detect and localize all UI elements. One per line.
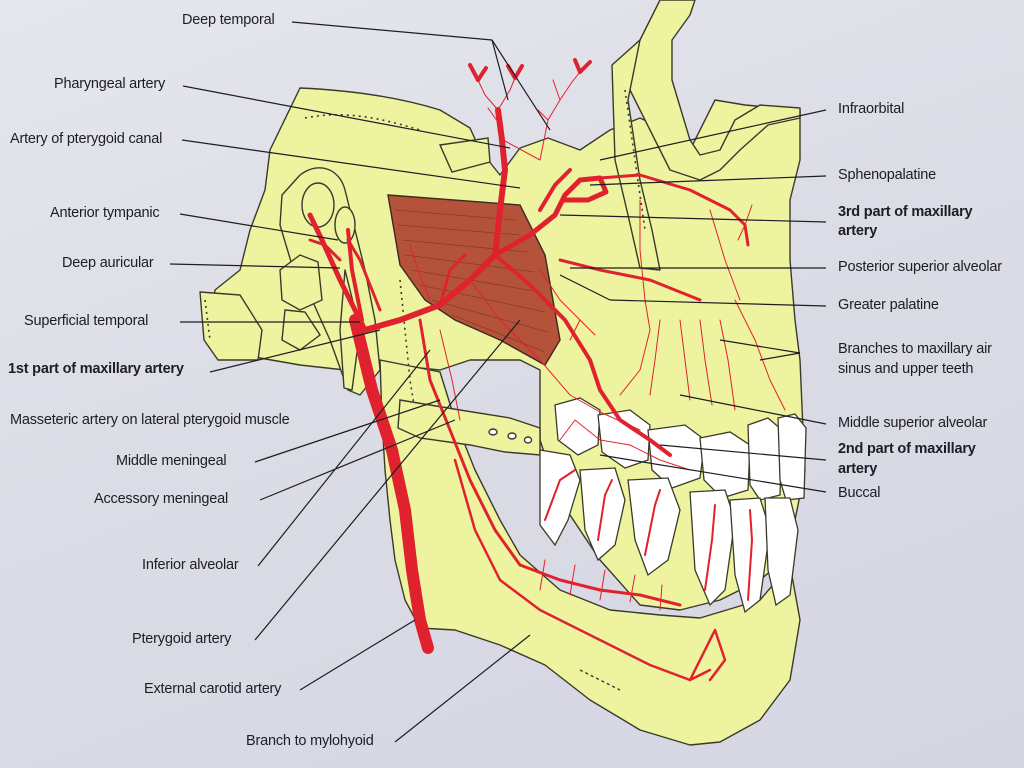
label-anterior-tympanic: Anterior tympanic [50, 205, 160, 221]
label-external-carotid-artery: External carotid artery [144, 681, 282, 697]
label-pharyngeal-artery: Pharyngeal artery [54, 76, 166, 92]
label-branches-sinus-line1: Branches to maxillary air [838, 341, 992, 357]
label-buccal: Buccal [838, 485, 881, 501]
external-carotid-vessel [349, 314, 434, 654]
zygomatic-bar [397, 137, 541, 456]
leader-lines [169, 21, 827, 743]
label-inferior-alveolar: Inferior alveolar [142, 557, 239, 573]
label-posterior-superior-alveolar: Posterior superior alveolar [838, 259, 1002, 275]
label-branch-to-mylohyoid: Branch to mylohyoid [246, 733, 374, 749]
artery-network [307, 58, 786, 682]
label-deep-auricular: Deep auricular [62, 255, 154, 271]
label-deep-temporal: Deep temporal [182, 12, 275, 28]
label-first-part-maxillary: 1st part of maxillary artery [8, 361, 184, 377]
label-masseteric-artery: Masseteric artery on lateral pterygoid m… [10, 412, 290, 428]
label-second-part-maxillary-line1: 2nd part of maxillary [838, 441, 976, 457]
label-middle-superior-alveolar: Middle superior alveolar [838, 415, 988, 431]
label-infraorbital: Infraorbital [838, 101, 905, 117]
dashed-marks [579, 669, 621, 691]
label-sphenopalatine: Sphenopalatine [838, 167, 936, 183]
label-accessory-meningeal: Accessory meningeal [94, 491, 229, 507]
label-artery-of-pterygoid-canal: Artery of pterygoid canal [10, 131, 163, 147]
label-second-part-maxillary-line2: artery [838, 461, 878, 477]
label-third-part-maxillary-line1: 3rd part of maxillary [838, 204, 973, 220]
label-third-part-maxillary-line2: artery [838, 223, 878, 239]
label-middle-meningeal: Middle meningeal [116, 453, 227, 469]
label-pterygoid-artery: Pterygoid artery [132, 631, 232, 647]
label-branches-sinus-line2: sinus and upper teeth [838, 361, 974, 377]
label-greater-palatine: Greater palatine [838, 297, 939, 313]
label-superficial-temporal: Superficial temporal [24, 313, 149, 329]
